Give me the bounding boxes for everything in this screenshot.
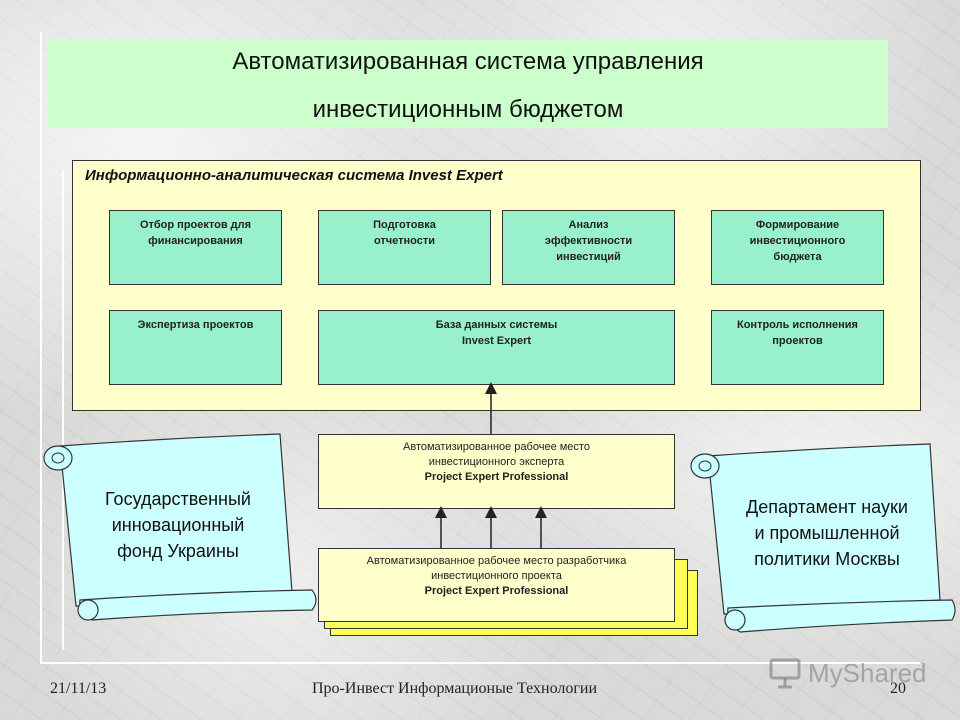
watermark: MyShared [768, 656, 938, 692]
watermark-text: MyShared [808, 658, 927, 688]
module-reporting: Подготовка отчетности [318, 210, 491, 285]
slideshow-icon [769, 658, 801, 689]
developer-workstation-product: Project Expert Professional [424, 585, 569, 597]
module-budget-formation: Формирование инвестиционного бюджета [711, 210, 884, 285]
left-scroll-line-2: инновационный [111, 515, 245, 535]
footer-date: 21/11/13 [50, 680, 107, 697]
developer-workstation-line-1: Автоматизированное рабочее место разрабо… [366, 555, 627, 567]
title-line-2: инвестиционным бюджетом [312, 96, 624, 123]
expert-workstation-box: Автоматизированное рабочее место инвести… [318, 434, 675, 509]
footer-page-number: 20 [890, 680, 906, 697]
frame-line-top-left [40, 32, 42, 662]
frame-line-left-inner [62, 170, 64, 650]
developer-workstation-line-2: инвестиционного проекта [431, 570, 562, 582]
expert-workstation-line-1: Автоматизированное рабочее место [403, 441, 590, 453]
right-scroll-line-1: Департамент науки [746, 497, 908, 517]
footer-company: Про-Инвест Информационые Технологии [312, 680, 598, 697]
right-scroll-line-3: политики Москвы [754, 549, 900, 569]
right-scroll-line-2: и промышленной [754, 523, 900, 543]
module-project-control: Контроль исполнения проектов [711, 310, 884, 385]
frame-line-bottom [40, 662, 920, 664]
module-project-selection: Отбор проектов для финансирования [109, 210, 282, 285]
developer-workstation-box: Автоматизированное рабочее место разрабо… [318, 548, 675, 622]
expert-workstation-product: Project Expert Professional [424, 471, 569, 483]
title-box: Автоматизированная система управления ин… [48, 40, 888, 128]
left-scroll-line-1: Государственный [105, 489, 251, 509]
expert-workstation-line-2: инвестиционного эксперта [428, 456, 565, 468]
left-scroll-line-3: фонд Украины [117, 541, 239, 561]
right-scroll-label: Департамент науки и промышленной политик… [722, 494, 932, 572]
left-scroll-label: Государственный инновационный фонд Украи… [78, 486, 278, 564]
title-line-1: Автоматизированная система управления [232, 48, 704, 75]
module-efficiency-analysis: Анализ эффективности инвестиций [502, 210, 675, 285]
module-project-expertise: Экспертиза проектов [109, 310, 282, 385]
system-title: Информационно-аналитическая система Inve… [85, 167, 503, 184]
